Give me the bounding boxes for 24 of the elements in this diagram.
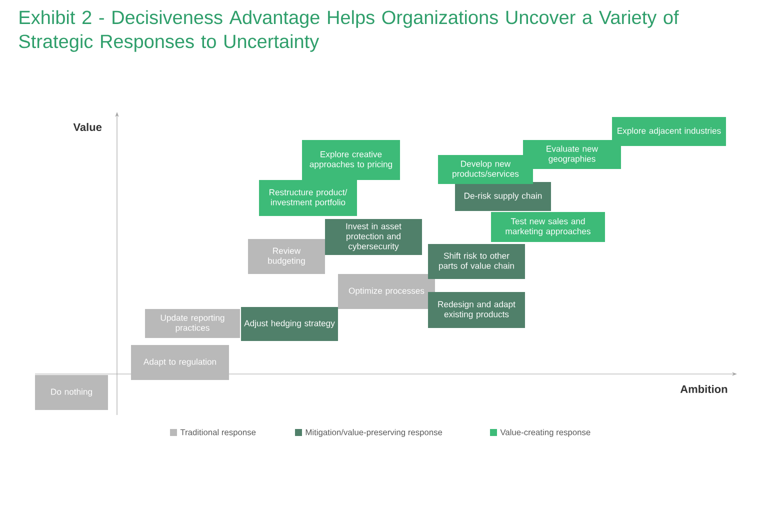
title: Exhibit 2 - Decisiveness Advantage Helps Organizations Uncover a Variety of Strategic Responses to Uncertainty (19, 10, 679, 52)
response-box: Optimize processes (338, 274, 435, 309)
response-box: Redesign and adapt existing products (428, 292, 525, 328)
response-box: Invest in asset protection and cybersecurity (325, 219, 422, 255)
response-box: Do nothing (35, 375, 108, 410)
response-box: Evaluate new geographies (523, 140, 621, 169)
axis-label: Value (73, 122, 102, 132)
response-box: Update reporting practices (145, 309, 240, 338)
legend-label: Value-creating response (500, 429, 590, 437)
response-box: Shift risk to other parts of value chain (428, 244, 525, 279)
response-box: Restructure product/ investment portfolio (259, 180, 357, 216)
response-box: Explore creative approaches to pricing (302, 140, 400, 180)
axis-label: Ambition (680, 384, 728, 394)
node-label: Restructure product/ investment portfolio (270, 188, 348, 208)
node-label: Explore creative approaches to pricing (310, 150, 392, 170)
response-box: Develop new products/services (438, 155, 533, 184)
response-box: Explore adjacent industries (612, 117, 726, 146)
response-box: Test new sales and marketing approaches (491, 212, 605, 242)
legend-label: Mitigation/value-preserving response (306, 429, 442, 437)
response-box: Adapt to regulation (131, 345, 229, 380)
response-box: Review budgeting (248, 239, 325, 274)
legend-label: Traditional response (180, 429, 256, 437)
response-box: De-risk supply chain (455, 182, 551, 211)
response-box: Adjust hedging strategy (241, 307, 338, 341)
